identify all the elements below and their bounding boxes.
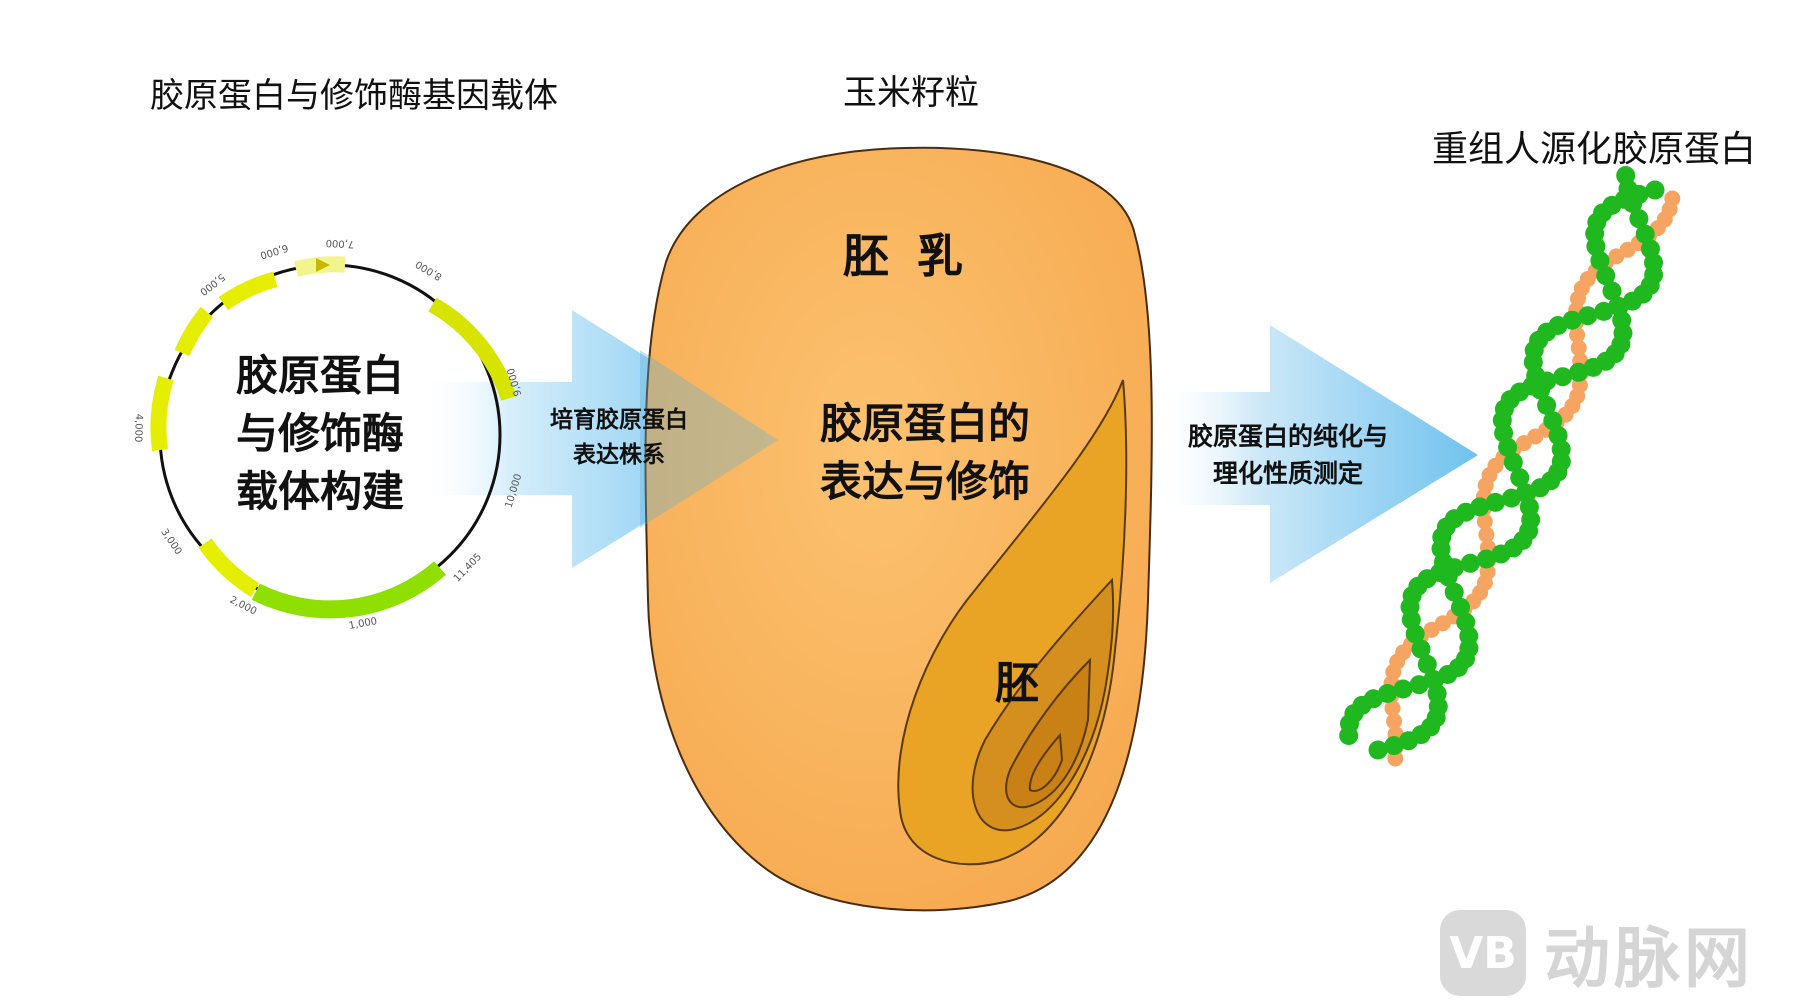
helix-bead [1569, 326, 1586, 343]
helix-bead [1594, 301, 1614, 321]
plasmid-construction-label: 胶原蛋白 与修饰酶 载体构建 [205, 347, 435, 521]
helix-bead [1411, 639, 1431, 659]
expression-line: 表达与修饰 [819, 457, 1030, 506]
helix-bead [1569, 362, 1589, 382]
helix-bead [1386, 713, 1403, 730]
helix-bead [1502, 488, 1521, 508]
plasmid-line: 载体构建 [235, 467, 404, 516]
collagen-helix [1339, 166, 1681, 767]
helix-bead [1470, 497, 1490, 517]
helix-bead [1478, 526, 1495, 543]
title-gene-vector: 胶原蛋白与修饰酶基因载体 [150, 76, 558, 116]
arrow-cultivate-line: 表达株系 [573, 441, 665, 468]
helix-bead [1616, 166, 1636, 185]
embryo [897, 379, 1128, 866]
arrow-cultivate-line: 培育胶原蛋白 [550, 406, 688, 433]
helix-bead [1645, 180, 1665, 200]
helix-bead [1438, 567, 1458, 587]
expression-label: 胶原蛋白的 表达与修饰 [800, 395, 1050, 511]
title-corn-kernel: 玉米籽粒 [843, 73, 979, 113]
helix-bead [1629, 209, 1649, 229]
arrow-purify [1160, 325, 1478, 583]
endosperm-label: 胚 乳 [843, 229, 970, 283]
embryo-label: 胚 [995, 658, 1039, 709]
plasmid-line: 胶原蛋白 [235, 351, 404, 400]
helix-bead [1553, 367, 1573, 387]
arrow-purify-label: 胶原蛋白的纯化与 理化性质测定 [1168, 418, 1408, 492]
title-recombinant-collagen: 重组人源化胶原蛋白 [1432, 129, 1757, 170]
watermark: VB 动脉网 [1440, 905, 1754, 1000]
watermark-logo-icon: VB [1440, 910, 1526, 996]
helix-bead [1578, 306, 1598, 326]
helix-bead [1451, 597, 1470, 617]
helix-bead [1476, 513, 1493, 530]
helix-bead [1510, 468, 1530, 488]
arrow-cultivate-label: 培育胶原蛋白 表达株系 [534, 402, 704, 472]
plasmid-tick-label: 4,000 [132, 413, 145, 443]
helix-bead [1368, 740, 1388, 760]
helix-bead [1531, 380, 1550, 400]
helix-bead [1548, 426, 1568, 445]
arrow-purify-line: 理化性质测定 [1212, 459, 1363, 488]
helix-bead [1409, 675, 1429, 695]
helix-bead [1384, 736, 1404, 756]
helix-bead [1377, 684, 1397, 703]
helix-bead [1543, 411, 1563, 431]
helix-bead [1537, 395, 1557, 415]
helix-bead [1417, 654, 1437, 674]
helix-bead [1384, 700, 1401, 717]
helix-bead [1444, 582, 1464, 602]
helix-bead [1602, 281, 1622, 301]
plasmid-tick-label: 7,000 [325, 237, 355, 250]
helix-bead [1503, 452, 1523, 472]
plasmid-line: 与修饰酶 [235, 409, 404, 458]
helix-bead [1393, 679, 1413, 699]
helix-bead [1485, 492, 1505, 512]
helix-bead [1476, 549, 1496, 569]
plasmid-map [150, 256, 517, 619]
helix-bead [1640, 239, 1660, 259]
helix-bead [1456, 612, 1476, 632]
watermark-text: 动脉网 [1544, 920, 1754, 997]
expression-line: 胶原蛋白的 [819, 399, 1030, 448]
arrow-purify-line: 胶原蛋白的纯化与 [1187, 422, 1388, 451]
helix-bead [1596, 266, 1616, 286]
helix-bead [1460, 553, 1480, 573]
helix-bead [1623, 194, 1643, 213]
helix-bead [1664, 190, 1681, 207]
helix-bead [1562, 310, 1582, 330]
helix-bead [1570, 339, 1587, 356]
helix-bead [1635, 224, 1655, 244]
arrow-cultivate [420, 310, 778, 568]
arrow-cultivate-tip [640, 350, 778, 528]
watermark-logo-text: VB [1449, 927, 1517, 979]
